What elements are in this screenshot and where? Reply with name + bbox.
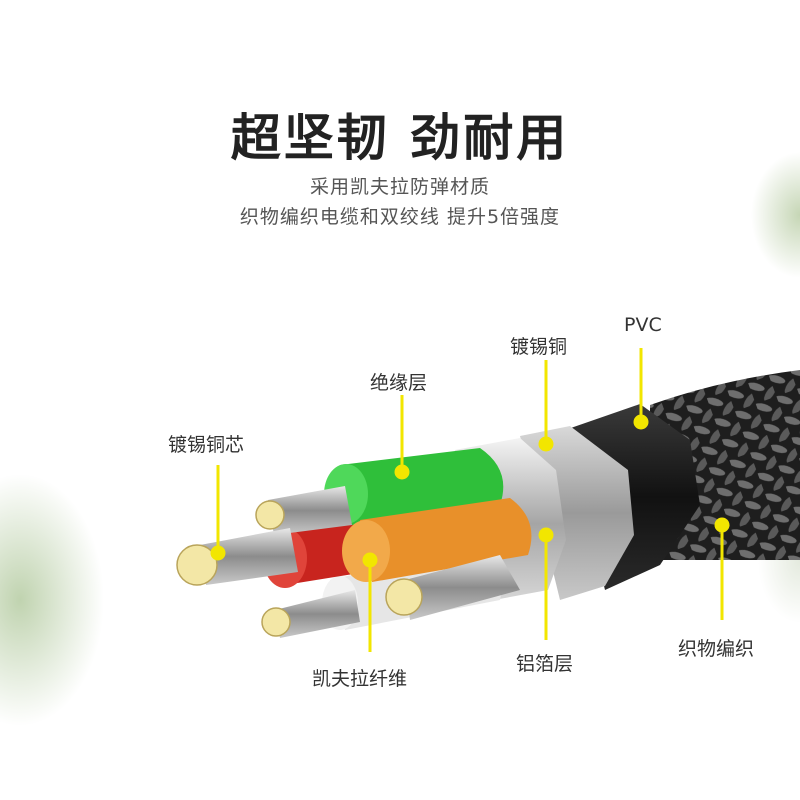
description-line-1: 采用凯夫拉防弹材质 xyxy=(309,176,490,198)
label-aluminum-foil: 铝箔层 xyxy=(516,653,574,675)
orange-core-end xyxy=(342,520,390,582)
label-kevlar-fiber: 凯夫拉纤维 xyxy=(312,668,408,690)
strand-top xyxy=(268,486,352,535)
strand-bottom xyxy=(275,590,360,638)
label-tinned-copper: 镀锡铜 xyxy=(510,336,568,358)
label-pvc: PVC xyxy=(624,314,662,336)
strand-left xyxy=(200,528,298,585)
description-line-2: 织物编织电缆和双绞线 提升5倍强度 xyxy=(239,206,561,228)
copper-strand-ends xyxy=(176,500,423,637)
label-tinned-copper-core: 镀锡铜芯 xyxy=(168,434,245,456)
strand-right xyxy=(405,555,520,620)
label-insulation: 绝缘层 xyxy=(370,372,428,394)
headline: 超坚韧 劲耐用 xyxy=(230,109,570,167)
label-fabric-braid: 织物编织 xyxy=(678,638,755,660)
